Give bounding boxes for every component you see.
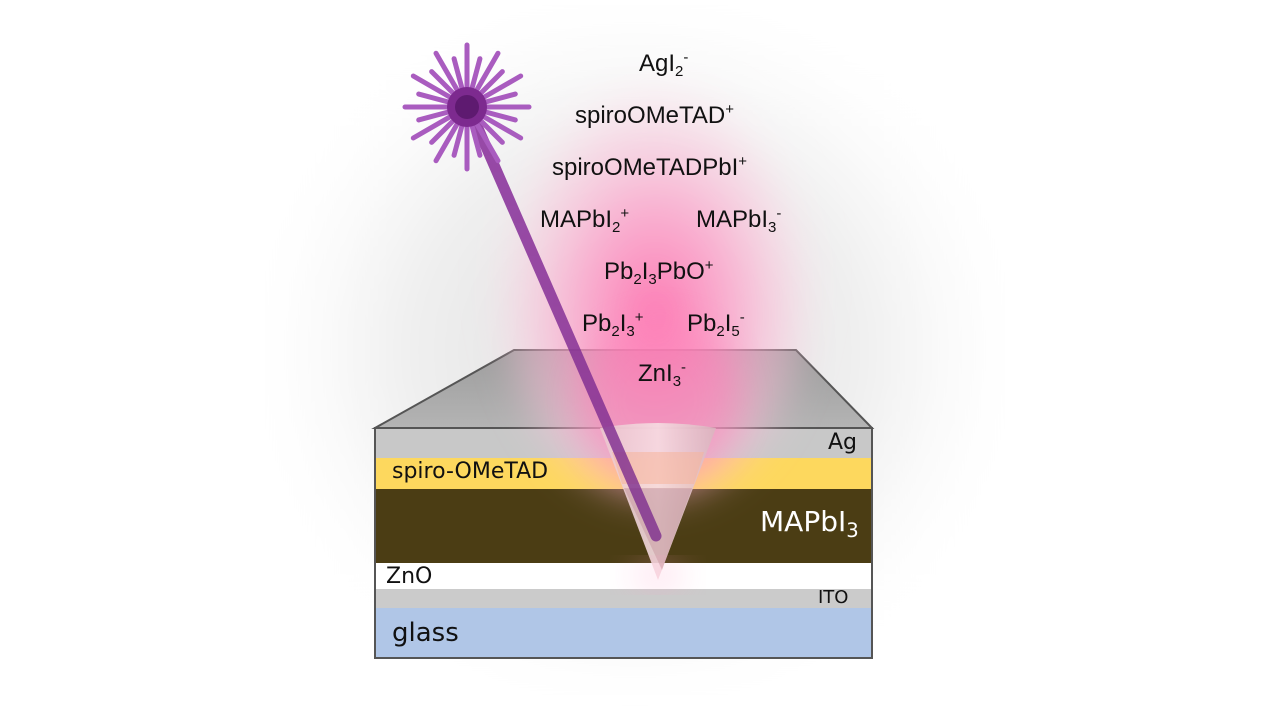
layer-label-spiro: spiro-OMeTAD (392, 459, 549, 484)
starburst-ray (429, 69, 460, 100)
starburst-ray (451, 56, 466, 96)
starburst-ray (471, 50, 501, 98)
ion-label-pb2i3: Pb2I3+ (582, 309, 644, 340)
layer-label-ag: Ag (828, 430, 858, 455)
starburst-ray (433, 116, 463, 164)
starburst-ray (433, 50, 463, 98)
starburst-ray (410, 73, 458, 103)
ion-label-zni3: ZnI3- (638, 359, 687, 390)
ion-label-mapbi2: MAPbI2+ (540, 205, 630, 236)
starburst-ray (451, 118, 466, 158)
layer-label-zno: ZnO (386, 564, 433, 589)
starburst-ray (429, 114, 460, 145)
ion-label-mapbi3: MAPbI3- (696, 205, 782, 236)
laser-source-icon (402, 42, 532, 172)
layer-label-mapbi3: MAPbI3 (760, 505, 859, 542)
laser-beam (464, 104, 662, 542)
mapbi-layer (375, 489, 872, 563)
starburst-ray (476, 73, 524, 103)
layer-label-glass: glass (392, 618, 459, 648)
glass-layer (375, 608, 872, 658)
crater-glow (634, 565, 682, 585)
starburst-ray (468, 118, 483, 158)
zno-layer (375, 563, 872, 589)
starburst-ray (474, 69, 505, 100)
ion-label-spiro-pbi: spiroOMeTADPbI+ (552, 153, 748, 181)
starburst-ray (474, 114, 505, 145)
ito-layer (375, 589, 872, 608)
starburst-ray (476, 111, 524, 141)
starburst-ray (471, 116, 501, 164)
ion-label-pb2i3pbo: Pb2I3PbO+ (604, 257, 714, 288)
ion-label-pb2i5: Pb2I5- (687, 309, 745, 340)
ion-label-agi2: AgI2- (639, 49, 689, 80)
starburst-center (455, 95, 479, 119)
starburst-ray (410, 111, 458, 141)
ion-label-spiro: spiroOMeTAD+ (575, 101, 735, 129)
starburst-ray (468, 56, 483, 96)
layer-label-ito: ITO (818, 587, 849, 608)
